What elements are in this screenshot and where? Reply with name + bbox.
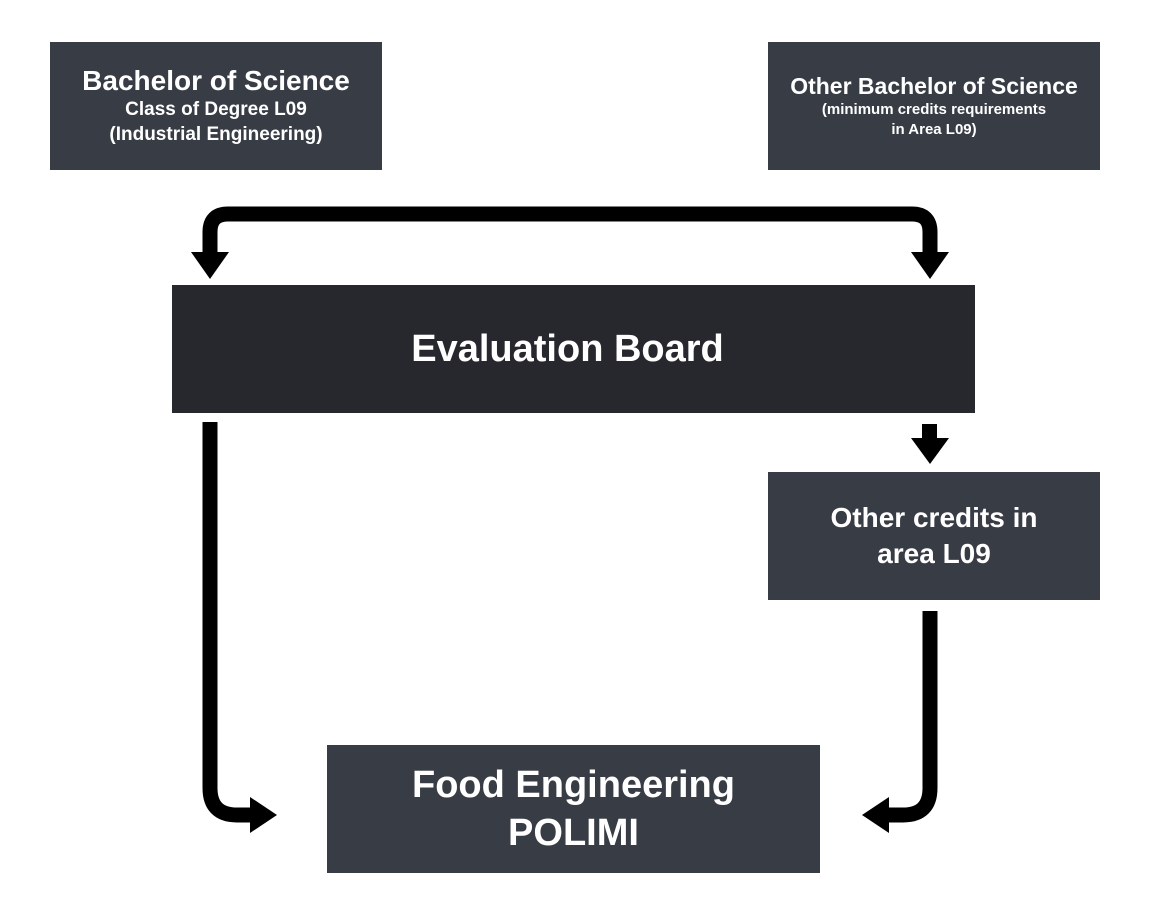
- bachelor-l09-box: Bachelor of Science Class of Degree L09 …: [50, 42, 382, 170]
- left-connector-line: [202, 422, 252, 823]
- arrow-head-left-right: [250, 797, 277, 833]
- top-connector-line: [202, 206, 938, 253]
- evaluation-board-box: Evaluation Board: [172, 285, 975, 413]
- other-bachelor-note-line1: (minimum credits requirements: [821, 100, 1047, 118]
- other-bachelor-box: Other Bachelor of Science (minimum credi…: [768, 42, 1100, 170]
- other-credits-box: Other credits in area L09: [768, 472, 1100, 600]
- evaluation-board-title: Evaluation Board: [411, 328, 724, 370]
- other-credits-line1: Other credits in: [830, 502, 1038, 533]
- arrow-head-right-left: [862, 797, 889, 833]
- short-connector-line: [922, 424, 937, 440]
- bachelor-l09-subtitle: (Industrial Engineering): [109, 124, 323, 145]
- other-bachelor-title: Other Bachelor of Science: [790, 72, 1078, 99]
- arrow-head-left-down: [191, 252, 229, 279]
- right-connector-line: [888, 611, 938, 823]
- bachelor-l09-class: Class of Degree L09: [125, 99, 307, 120]
- other-credits-line2: area L09: [877, 538, 991, 569]
- other-bachelor-note-line2: in Area L09): [891, 120, 977, 138]
- food-engineering-box: Food Engineering POLIMI: [327, 745, 820, 873]
- bachelor-l09-title: Bachelor of Science: [82, 65, 350, 96]
- food-engineering-line2: POLIMI: [508, 812, 639, 854]
- arrow-head-right-down: [911, 252, 949, 279]
- arrow-head-credits-down: [911, 438, 949, 464]
- food-engineering-line1: Food Engineering: [412, 764, 735, 806]
